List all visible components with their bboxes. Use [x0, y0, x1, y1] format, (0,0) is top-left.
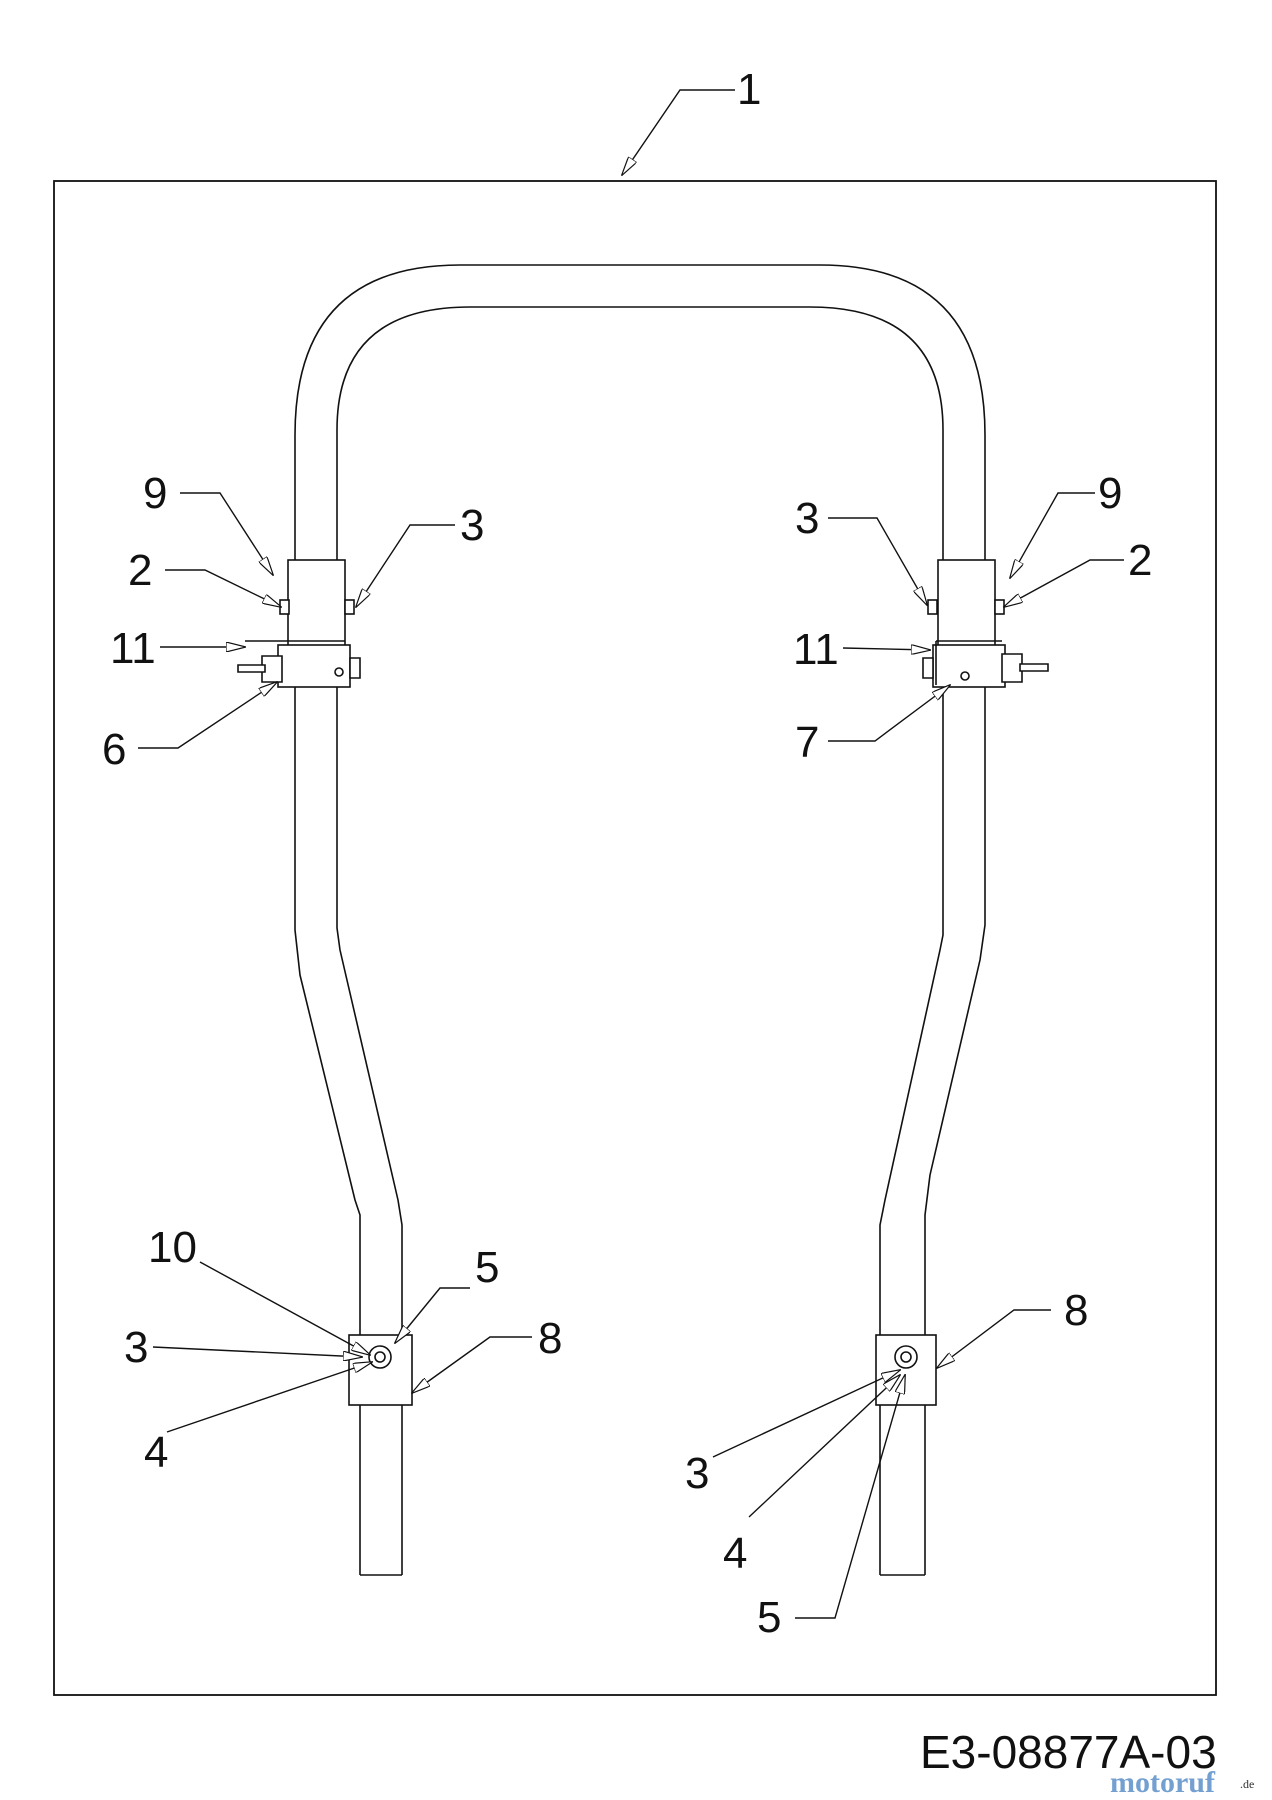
- callout-right-11: 11: [793, 625, 839, 674]
- callout-left-2: 2: [128, 546, 152, 595]
- callout-right-5: 5: [757, 1593, 781, 1642]
- callout-left-9: 9: [143, 469, 167, 518]
- callout-right-7: 7: [795, 718, 819, 767]
- callout-right-8: 8: [1064, 1286, 1088, 1335]
- callout-left-11: 11: [110, 624, 156, 673]
- watermark-suffix: .de: [1240, 1777, 1254, 1791]
- callout-left-10: 10: [148, 1223, 197, 1272]
- handle-outer-outline: [294, 264, 986, 1575]
- right-upper-clamp: [922, 559, 1049, 688]
- left-upper-clamp: [237, 559, 361, 688]
- callout-left-3b: 3: [124, 1323, 148, 1372]
- watermark-logo: motoruf: [1110, 1766, 1216, 1799]
- callout-1: 1: [737, 65, 761, 114]
- leader-lines: [138, 89, 1124, 1619]
- callout-left-5: 5: [475, 1243, 499, 1292]
- callout-right-3: 3: [795, 494, 819, 543]
- callout-right-3b: 3: [685, 1449, 709, 1498]
- callout-right-2: 2: [1128, 536, 1152, 585]
- callout-right-9: 9: [1098, 469, 1122, 518]
- drawing-code: E3-08877A-03: [920, 1726, 1217, 1778]
- handle-inner-outline: [336, 306, 944, 1575]
- callout-left-6: 6: [102, 725, 126, 774]
- callout-right-4: 4: [723, 1529, 747, 1578]
- callout-left-4: 4: [144, 1428, 168, 1477]
- right-lower-clamp: [875, 1334, 937, 1406]
- left-lower-clamp: [348, 1334, 413, 1406]
- callout-left-8: 8: [538, 1314, 562, 1363]
- frame-border: [53, 180, 1217, 1696]
- callout-left-3: 3: [460, 501, 484, 550]
